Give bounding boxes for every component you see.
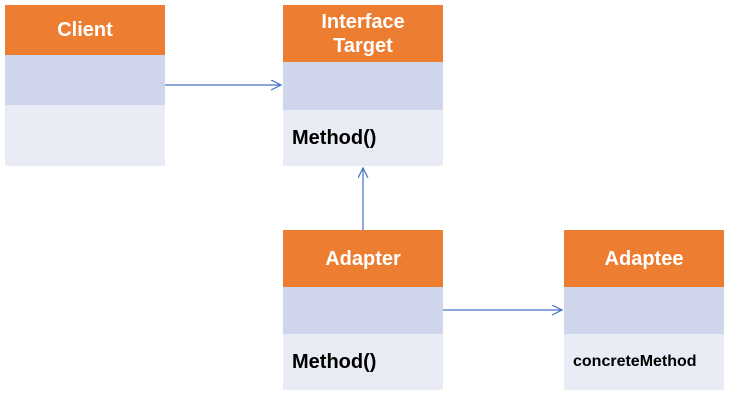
client-class-name: Client — [5, 5, 165, 55]
target-interface: Interface Target Method() — [283, 5, 443, 166]
adaptee-class-name: Adaptee — [564, 230, 724, 287]
target-attributes — [283, 62, 443, 110]
target-method: Method() — [283, 110, 443, 166]
adaptee-method: concreteMethod — [564, 334, 724, 390]
target-interface-stereotype: Interface — [321, 10, 405, 33]
client-class: Client — [5, 5, 165, 166]
adapter-class-name: Adapter — [283, 230, 443, 287]
client-methods — [5, 105, 165, 166]
adapter-method: Method() — [283, 334, 443, 390]
target-interface-name: Interface Target — [283, 5, 443, 62]
adapter-class: Adapter Method() — [283, 230, 443, 390]
target-interface-title: Target — [333, 34, 393, 57]
client-attributes — [5, 55, 165, 105]
adaptee-attributes — [564, 287, 724, 334]
adapter-attributes — [283, 287, 443, 334]
adaptee-class: Adaptee concreteMethod — [564, 230, 724, 390]
